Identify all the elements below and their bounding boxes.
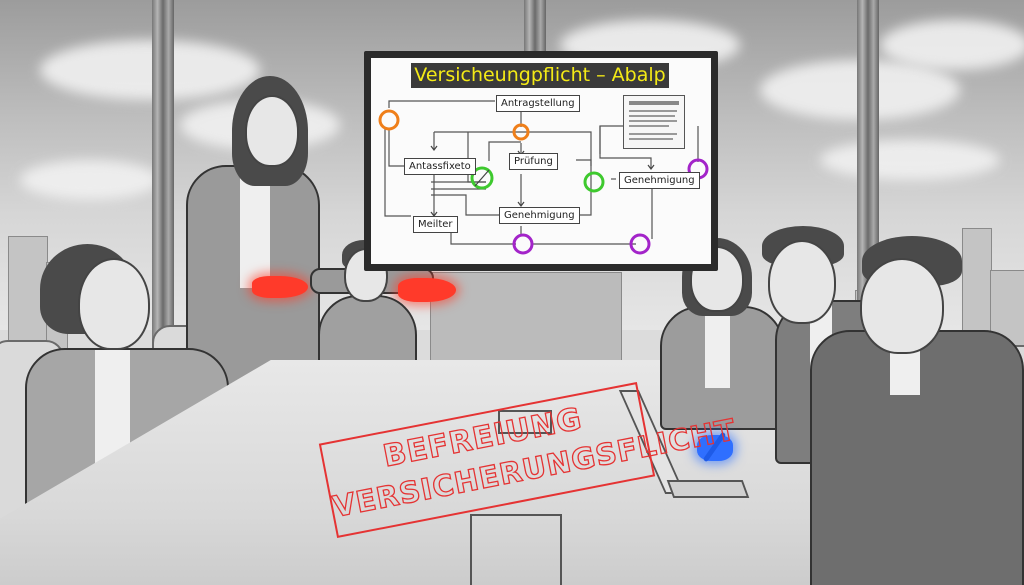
flow-node-pruefung: Prüfung xyxy=(509,153,558,170)
flow-node-genehmigung-center: Genehmigung xyxy=(499,207,580,224)
slide-title: Versicheungpflicht – Abalp xyxy=(411,63,669,88)
flow-node-genehmigung-right: Genehmigung xyxy=(619,172,700,189)
presentation-screen: Versicheungpflicht – Abalp xyxy=(364,51,718,271)
table-cutout xyxy=(498,410,552,434)
window-frame xyxy=(524,0,546,60)
slide: Versicheungpflicht – Abalp xyxy=(371,58,711,264)
document-icon xyxy=(623,95,685,149)
window-frame xyxy=(152,0,174,390)
presenter-right-hand xyxy=(398,278,456,302)
flow-node-meilter: Meilter xyxy=(413,216,458,233)
flow-node-antassfixeto: Antassfixeto xyxy=(404,158,476,175)
purple-node-icon xyxy=(629,233,651,255)
presenter-left-hand xyxy=(252,276,308,298)
purple-node-icon xyxy=(512,233,534,255)
orange-node-icon xyxy=(512,123,530,141)
green-node-icon xyxy=(470,166,494,190)
flow-node-antragstellung: Antragstellung xyxy=(496,95,580,112)
orange-node-icon xyxy=(378,109,400,131)
table-cutout xyxy=(470,514,562,585)
laptop xyxy=(666,480,750,498)
green-node-icon xyxy=(583,171,605,193)
